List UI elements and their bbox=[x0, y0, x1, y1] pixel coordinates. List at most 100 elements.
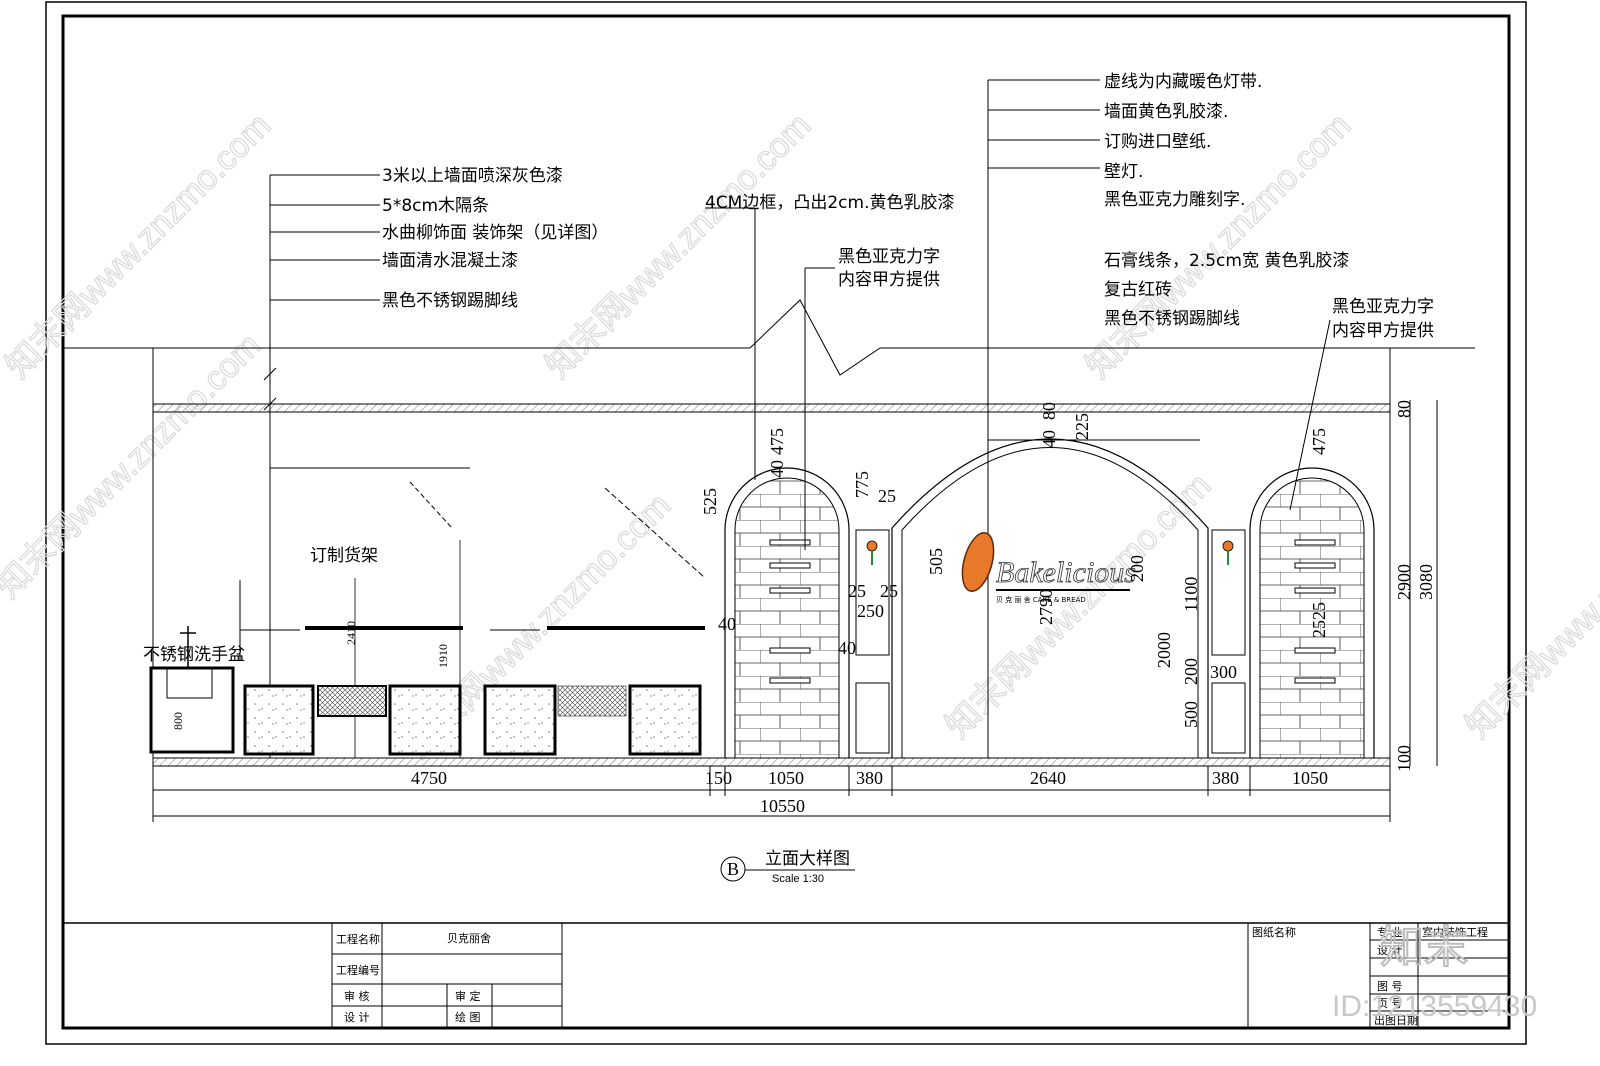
left-leaders bbox=[263, 174, 470, 758]
drawing-text: 2790 bbox=[1036, 589, 1056, 625]
basin: 不锈钢洗手盆 800 bbox=[143, 626, 245, 754]
drawing-text: 复古红砖 bbox=[1104, 280, 1172, 300]
right-notes: 虚线为内藏暖色灯带. 墙面黄色乳胶漆. 订购进口壁纸. 壁灯. 黑色亚克力雕刻字… bbox=[705, 72, 1434, 341]
drawing-text: 4750 bbox=[411, 768, 447, 788]
drawing-text: 1050 bbox=[768, 768, 804, 788]
drawing-title: B 立面大样图 Scale 1:30 bbox=[720, 849, 855, 885]
drawing-text: 页 号 bbox=[1377, 997, 1403, 1010]
drawing-text: 虚线为内藏暖色灯带. bbox=[1104, 72, 1262, 92]
drawing-text: 黑色亚克力雕刻字. bbox=[1104, 190, 1245, 210]
drawing-text: 525 bbox=[700, 488, 720, 515]
drawing-text: 1910 bbox=[436, 644, 450, 668]
drawing-text: 订购进口壁纸. bbox=[1104, 132, 1211, 152]
drawing-text: 图 号 bbox=[1377, 980, 1403, 993]
drawing-text: 2000 bbox=[1154, 632, 1174, 668]
drawing-text: 室内装饰工程 bbox=[1422, 925, 1488, 939]
drawing-text: 壁灯. bbox=[1104, 162, 1143, 182]
drawing-text: 知末网www.znzmo.com bbox=[1459, 466, 1600, 745]
drawing-text: 工程名称 bbox=[336, 932, 380, 946]
drawing-text: 1100 bbox=[1181, 577, 1201, 612]
drawing-text: 475 bbox=[767, 428, 787, 455]
drawing-text: 工程编号 bbox=[336, 963, 380, 977]
lamp-icon-right bbox=[1222, 540, 1234, 552]
drawing-text: 贝 克 丽 舍 CAKE & BREAD bbox=[996, 595, 1086, 604]
title-block: 工程名称 贝克丽舍 工程编号 审 核 审 定 设 计 绘 图 图纸名称 专 业 … bbox=[63, 922, 1509, 1028]
drawing-text: 绘 图 bbox=[455, 1010, 481, 1024]
drawing-text: 1050 bbox=[1292, 768, 1328, 788]
drawing-text: 25 bbox=[880, 581, 898, 601]
drawing-text: 80 bbox=[1394, 400, 1414, 418]
drawing-text: 墙面黄色乳胶漆. bbox=[1104, 102, 1228, 122]
basin-label: 不锈钢洗手盆 bbox=[143, 645, 245, 665]
drawing-text: 100 bbox=[1394, 745, 1414, 772]
drawing-text: 800 bbox=[171, 712, 185, 730]
drawing-text: 2410 bbox=[344, 621, 358, 645]
drawing-text: 500 bbox=[1181, 701, 1201, 728]
drawing-text: 40 bbox=[767, 460, 787, 478]
drawing-text: 石膏线条，2.5cm宽 黄色乳胶漆 bbox=[1104, 250, 1349, 271]
drawing-text: 80 bbox=[1039, 402, 1059, 420]
drawing-text: 2525 bbox=[1309, 602, 1329, 638]
drawing-text: 475 bbox=[1309, 428, 1329, 455]
drawing-text: 2640 bbox=[1030, 768, 1066, 788]
bottom-dims: 4750 150 1050 380 2640 380 1050 10550 bbox=[152, 766, 1391, 822]
central-arch bbox=[891, 80, 1209, 758]
inner-border bbox=[61, 14, 1511, 1030]
drawing-text: 贝克丽舍 bbox=[447, 931, 491, 945]
drawing-text: 250 bbox=[857, 601, 884, 621]
drawing-text: B bbox=[727, 859, 739, 879]
drawing-text: 设 计 bbox=[1377, 944, 1403, 957]
right-arch bbox=[1249, 467, 1375, 759]
drawing-text: 225 bbox=[1072, 413, 1092, 440]
right-leaders bbox=[705, 79, 1331, 550]
drawing-text: 150 bbox=[705, 768, 732, 788]
drawing-text: 出图日期 bbox=[1374, 1013, 1418, 1027]
shelving: 订制货架 bbox=[239, 481, 706, 758]
drawing-text: 知末 bbox=[1380, 922, 1468, 973]
drawing-text: 40 bbox=[1039, 430, 1059, 448]
shelf-label: 订制货架 bbox=[310, 546, 378, 566]
drawing-text: 图纸名称 bbox=[1252, 925, 1296, 939]
drawing-text: 内容甲方提供 bbox=[1332, 321, 1434, 341]
drawing-text: 40 bbox=[718, 614, 736, 634]
drawing-text: 200 bbox=[1127, 555, 1147, 582]
drawing-text: Scale 1:30 bbox=[772, 873, 824, 885]
drawing-text: 黑色不锈钢踢脚线 bbox=[382, 291, 518, 311]
outer-border bbox=[45, 1, 1527, 1045]
drawing-text: 5*8cm木隔条 bbox=[382, 196, 489, 216]
drawing-text: 2900 bbox=[1394, 564, 1414, 600]
drawing-text: 设 计 bbox=[344, 1011, 370, 1024]
vertical-dims: 525 40 475 775 25 505 200 2790 1100 2000… bbox=[344, 402, 1329, 728]
drawing-text: 黑色亚克力字 bbox=[1332, 297, 1434, 317]
drawing-text: 505 bbox=[926, 548, 946, 575]
drawing-text: 黑色不锈钢踢脚线 bbox=[1104, 309, 1240, 329]
drawing-text: 40 bbox=[838, 638, 856, 658]
drawing-text: 3米以上墙面喷深灰色漆 bbox=[382, 166, 563, 186]
lamp-icon bbox=[866, 540, 878, 552]
ceiling-line bbox=[63, 299, 1475, 765]
drawing-text: 380 bbox=[856, 768, 883, 788]
drawing-text: 内容甲方提供 bbox=[838, 270, 940, 290]
drawing-text: 25 bbox=[848, 581, 866, 601]
drawing-text: 审 定 bbox=[455, 989, 481, 1003]
drawing-text: 审 核 bbox=[344, 989, 370, 1003]
drawing-text: 专 业 bbox=[1377, 925, 1403, 939]
drawing-text: 立面大样图 bbox=[765, 849, 850, 869]
drawing-text: 380 bbox=[1212, 768, 1239, 788]
drawing-text: 黑色亚克力字 bbox=[838, 247, 940, 267]
drawing-text: 4CM边框，凸出2cm.黄色乳胶漆 bbox=[705, 193, 954, 213]
bakelicious-logo: Bakelicious 贝 克 丽 舍 CAKE & BREAD bbox=[961, 532, 1136, 604]
drawing-text: 3080 bbox=[1416, 564, 1436, 600]
drawing-text: 775 bbox=[852, 471, 872, 498]
drawing-text: 25 bbox=[878, 486, 896, 506]
wall-lamps bbox=[855, 529, 1246, 754]
floor-line bbox=[152, 757, 1391, 767]
drawing-text: 10550 bbox=[760, 796, 805, 816]
drawing-text: 200 bbox=[1181, 658, 1201, 685]
left-arch bbox=[724, 467, 850, 759]
drawing-text: 墙面清水混凝土漆 bbox=[382, 251, 518, 271]
right-dims: 80 2900 3080 100 bbox=[1394, 400, 1438, 772]
drawing-text: 知末网www.znzmo.com bbox=[539, 106, 818, 385]
drawing-text: 300 bbox=[1210, 662, 1237, 682]
